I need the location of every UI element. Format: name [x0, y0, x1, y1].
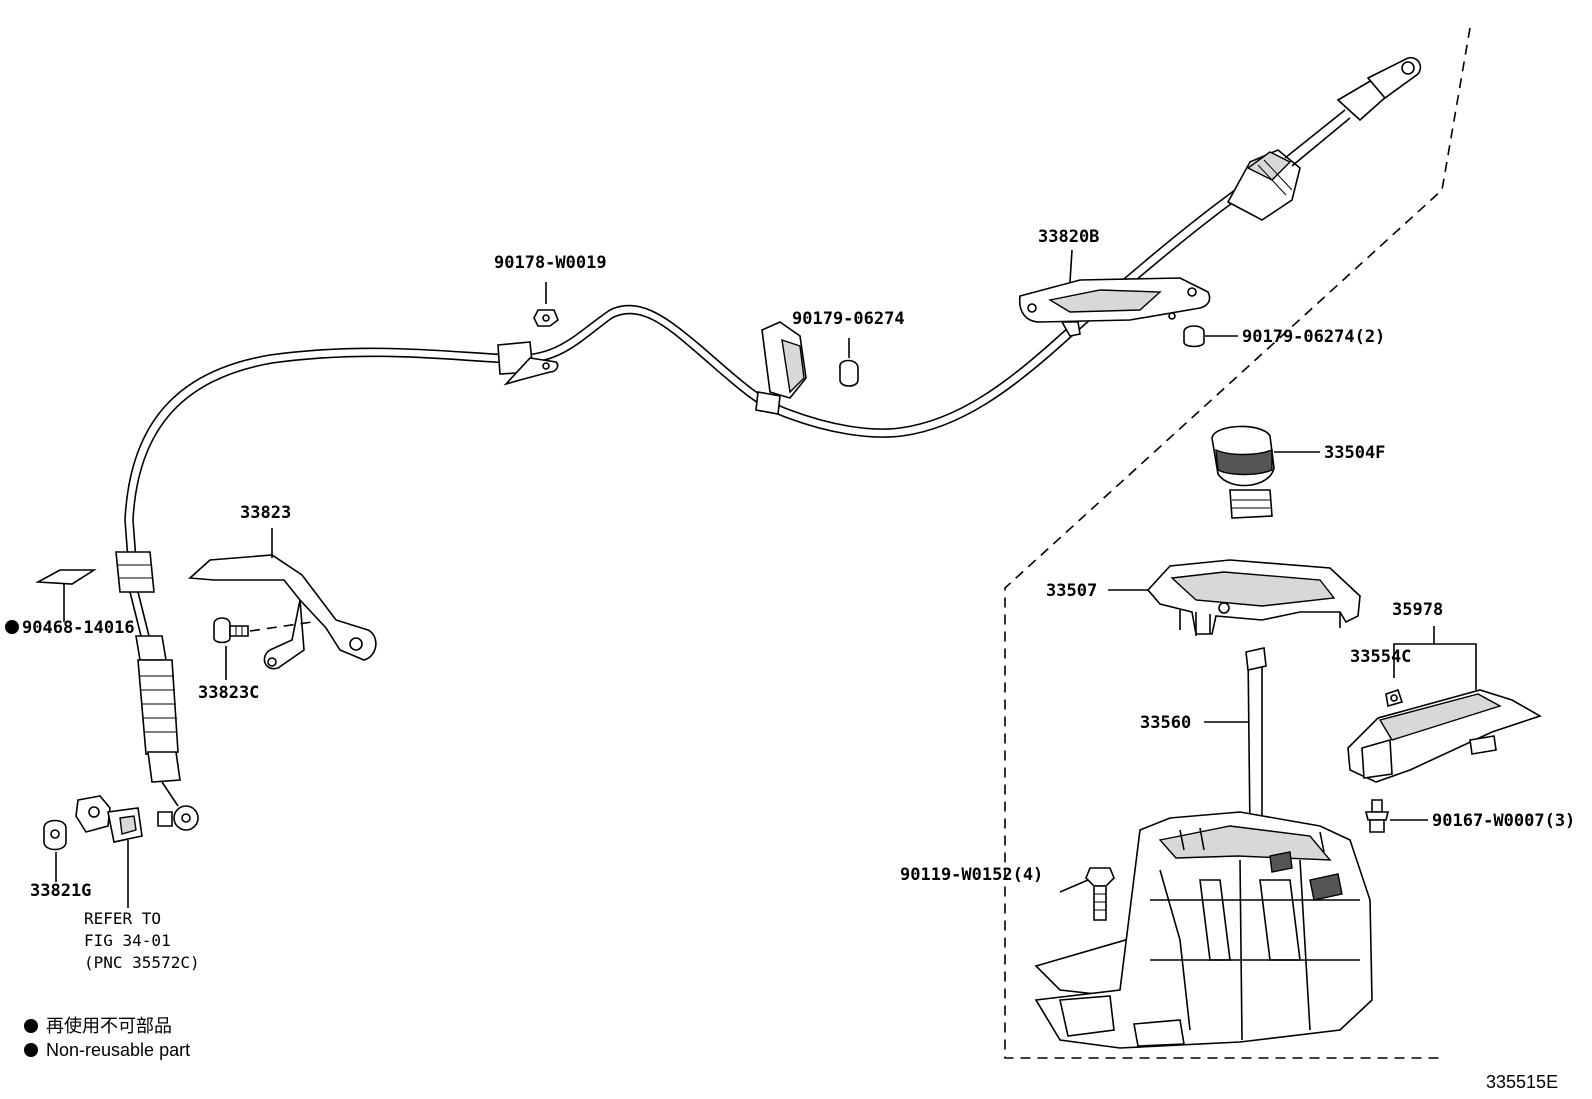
part-33821g-retainer [43, 795, 143, 908]
assembly-boundary [1004, 27, 1471, 1059]
part-33820b-bracket [1018, 249, 1211, 337]
refer-line-1: REFER TO [84, 909, 161, 928]
cable-grommet-middle [497, 341, 781, 415]
part-33823c-bolt [213, 617, 313, 680]
label-90468-14016: 90468-14016 [22, 618, 135, 638]
legend-bullet-icon [24, 1043, 38, 1057]
part-90468-clamp [5, 569, 97, 634]
label-33507: 33507 [1046, 581, 1097, 601]
label-33560: 33560 [1140, 713, 1191, 733]
label-33823c: 33823C [198, 683, 259, 703]
label-90167-w0007-3: 90167-W0007(3) [1432, 811, 1575, 831]
part-33560-lever [1204, 647, 1267, 833]
label-33554c: 33554C [1350, 647, 1411, 667]
refer-line-2: FIG 34-01 [84, 931, 171, 950]
label-33823: 33823 [240, 503, 291, 523]
part-90119-bolt [1059, 867, 1115, 921]
label-90178-w0019: 90178-W0019 [494, 253, 607, 273]
figure-code: 335515E [1486, 1072, 1558, 1092]
label-90179-06274: 90179-06274 [792, 309, 905, 329]
non-reusable-marker-icon [5, 620, 19, 634]
label-33821g: 33821G [30, 881, 91, 901]
part-35978-panel [1347, 626, 1542, 783]
legend-bullet-icon [24, 1019, 38, 1033]
cable-end-upper [1226, 56, 1422, 221]
label-33504f: 33504F [1324, 443, 1385, 463]
legend-en: Non-reusable part [46, 1040, 190, 1060]
cable-end-lower [115, 519, 199, 831]
label-33820b: 33820B [1038, 227, 1099, 247]
shift-lever-base [1034, 811, 1373, 1049]
part-90167-screw [1364, 799, 1428, 833]
label-90179-06274-2: 90179-06274(2) [1242, 327, 1385, 347]
part-33507-housing [1108, 559, 1361, 636]
part-90178-nut [533, 282, 559, 327]
label-90119-w0152-4: 90119-W0152(4) [900, 865, 1043, 885]
part-90179-clip [761, 321, 859, 399]
legend-jp: 再使用不可部品 [46, 1016, 172, 1036]
label-35978: 35978 [1392, 600, 1443, 620]
part-33504f-knob [1211, 425, 1320, 519]
shift-cable [115, 56, 1422, 831]
part-90179-nut [1168, 312, 1238, 348]
refer-line-3: (PNC 35572C) [84, 953, 200, 972]
part-33823-bracket [188, 528, 377, 670]
legend: 再使用不可部品 Non-reusable part [24, 1016, 190, 1060]
